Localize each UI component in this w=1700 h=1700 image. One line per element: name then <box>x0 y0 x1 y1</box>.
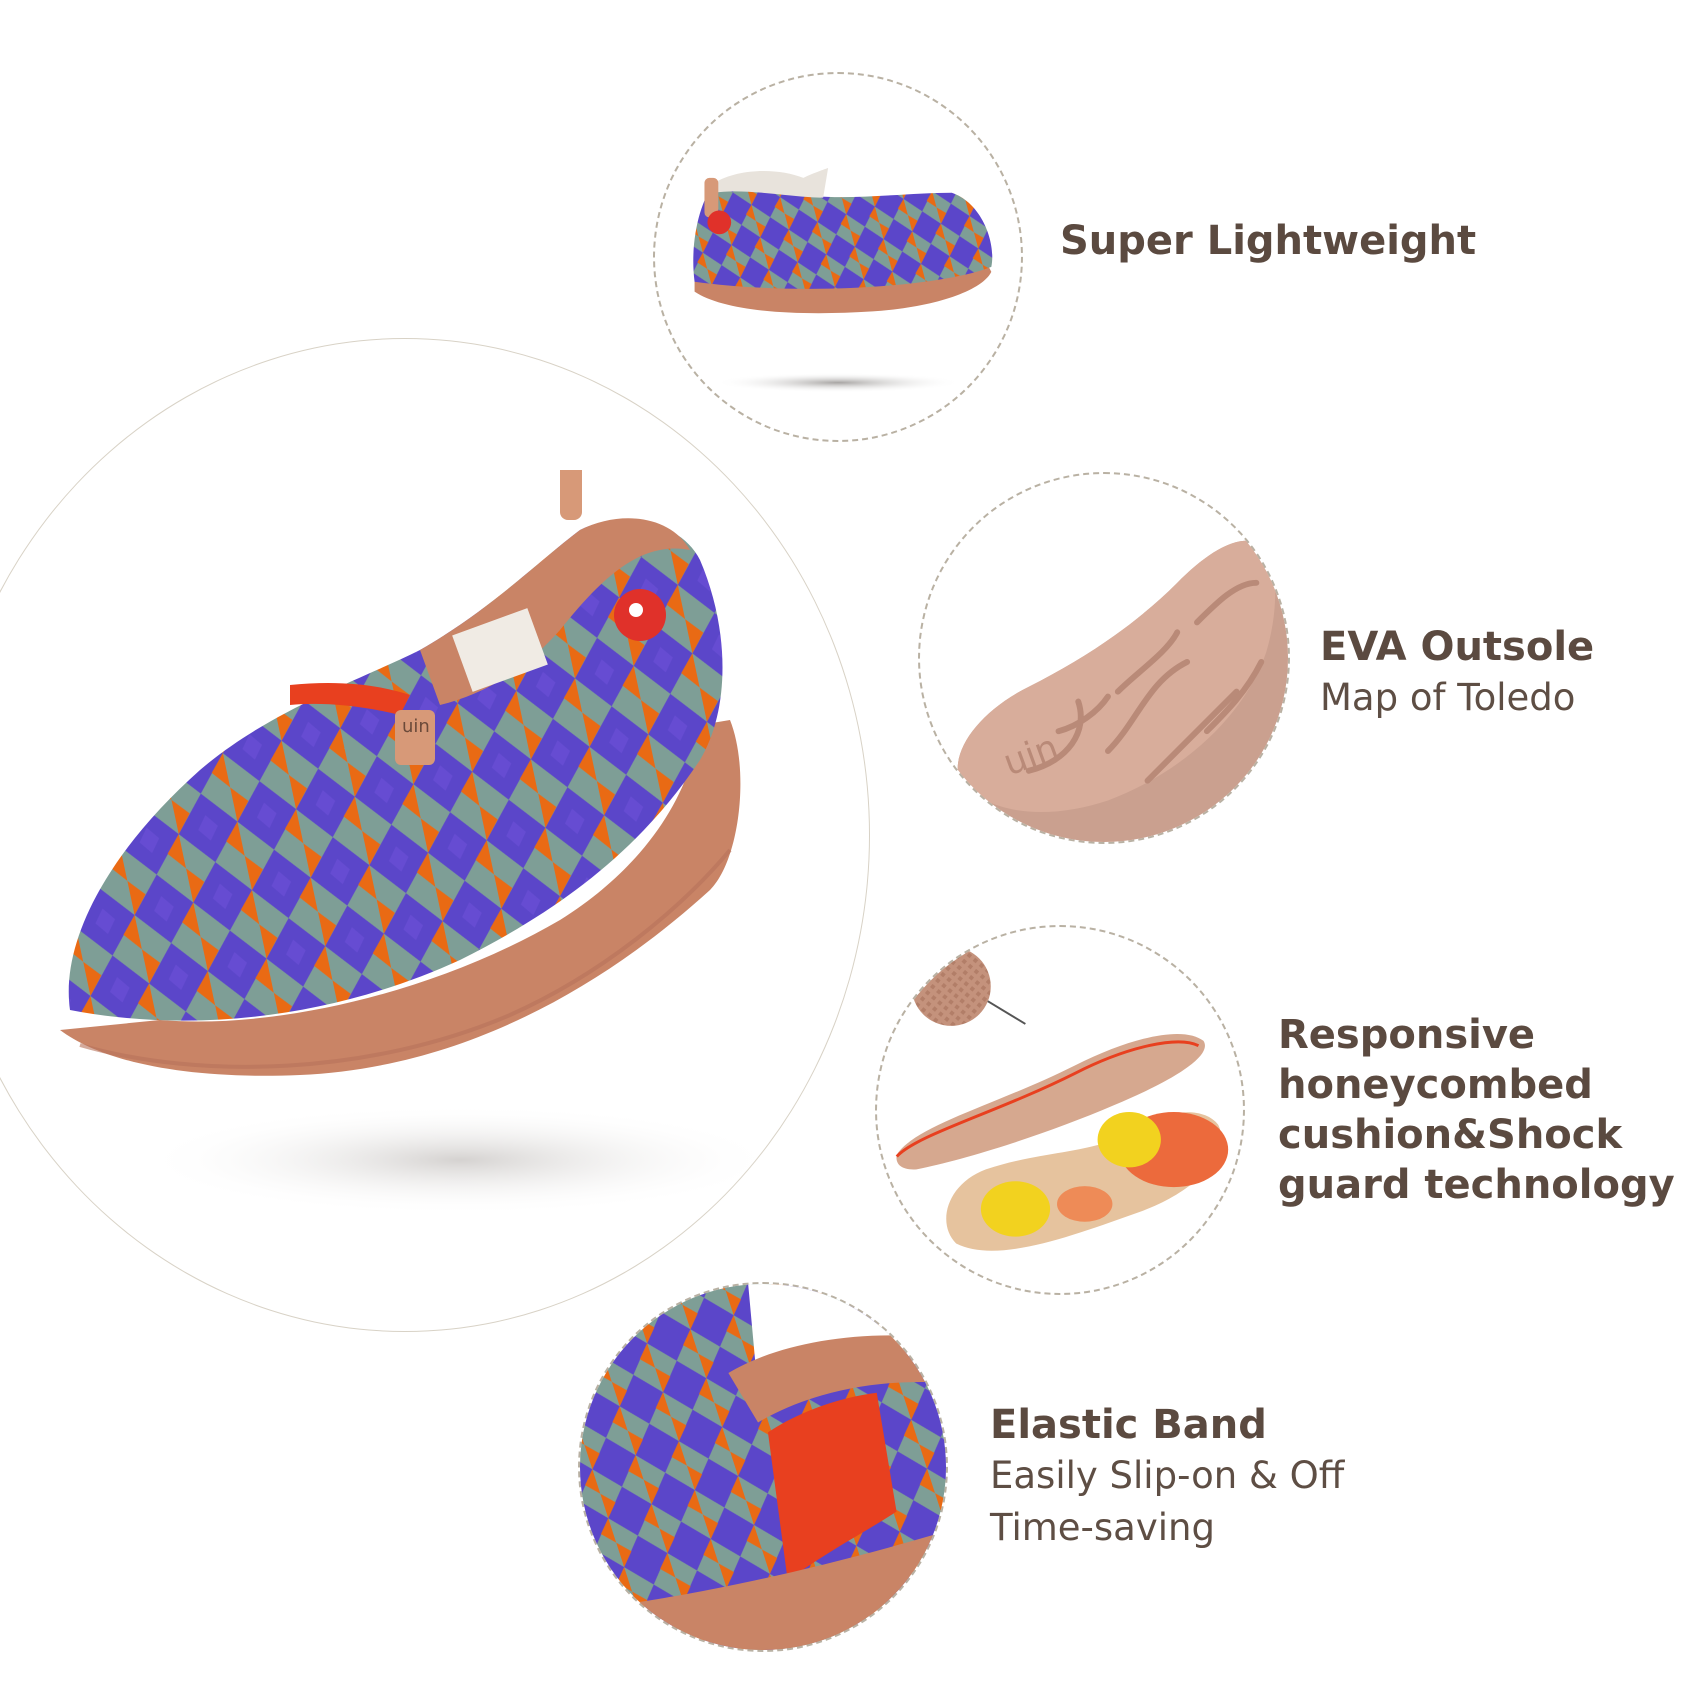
feature-text-outsole: EVA Outsole Map of Toledo <box>1320 622 1594 724</box>
hero-uin-tab <box>395 710 435 765</box>
feature-title-line: guard technology <box>1278 1162 1675 1208</box>
waffle-detail-icon <box>911 946 991 1026</box>
feature-desc: Time-saving <box>990 1506 1215 1549</box>
shoe-lightweight-image <box>693 167 993 393</box>
feature-title-line: Responsive <box>1278 1012 1536 1058</box>
hero-heel-tab <box>560 470 582 520</box>
insole-image <box>895 946 1229 1251</box>
feature-circle-insole <box>875 925 1245 1295</box>
elastic-band-image <box>580 1284 946 1650</box>
hero-upper <box>68 520 723 1021</box>
feature-text-elastic: Elastic Band Easily Slip-on & Off Time-s… <box>990 1400 1344 1554</box>
hero-shadow <box>140 1105 780 1215</box>
hero-size-label <box>452 608 548 692</box>
hero-elastic <box>290 683 410 715</box>
outsole-image: uin <box>957 540 1288 842</box>
feature-title: EVA Outsole <box>1320 624 1595 670</box>
hero-brand-mark: uin <box>402 716 430 737</box>
feature-title-line: honeycombed <box>1278 1062 1593 1108</box>
feature-circle-outsole: uin <box>918 472 1290 844</box>
feature-title-line: cushion&Shock <box>1278 1112 1623 1158</box>
feature-circle-lightweight <box>653 72 1023 442</box>
feature-title: Elastic Band <box>990 1402 1267 1448</box>
feature-text-lightweight: Super Lightweight <box>1060 216 1476 266</box>
hero-shoe-image: uin <box>60 470 780 1215</box>
feature-title: Super Lightweight <box>1060 218 1477 264</box>
feature-circle-elastic <box>578 1282 948 1652</box>
feature-desc: Map of Toledo <box>1320 676 1576 719</box>
feature-text-insole: Responsive honeycombed cushion&Shock gua… <box>1278 1010 1675 1210</box>
hero-sole <box>60 720 741 1076</box>
feature-desc: Easily Slip-on & Off <box>990 1454 1345 1497</box>
